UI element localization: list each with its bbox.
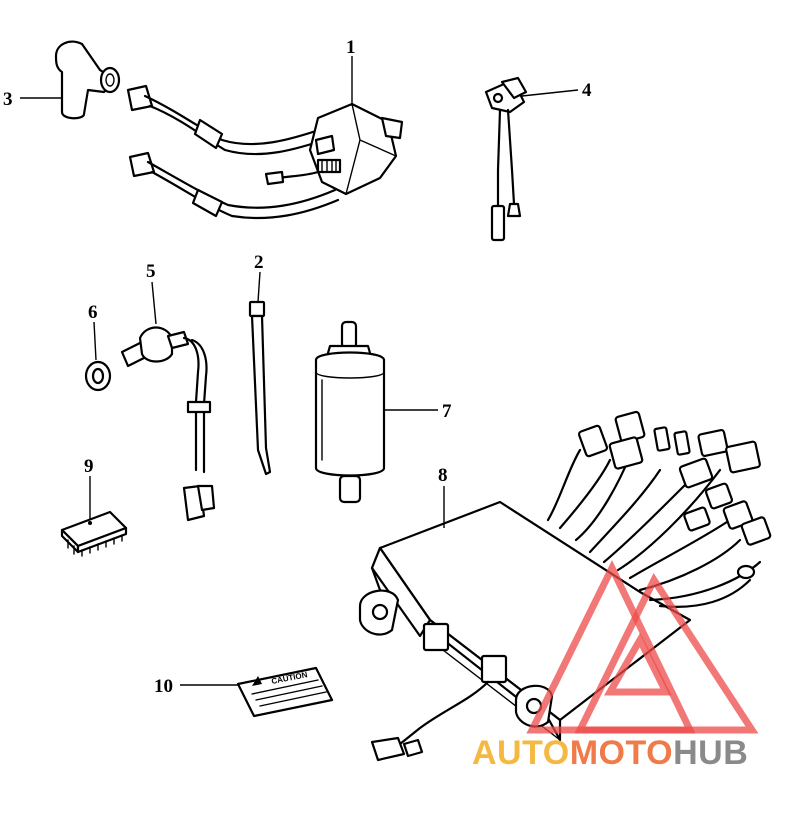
temperature-sender <box>120 326 216 522</box>
watermark-logo <box>526 560 759 734</box>
ignition-coil-assembly <box>126 84 404 220</box>
leader-lines <box>20 56 579 686</box>
callout-7: 7 <box>442 401 452 422</box>
callout-4: 4 <box>582 80 592 101</box>
washer <box>84 360 112 392</box>
sensor-with-leads <box>484 76 528 242</box>
cable-tie <box>248 300 272 476</box>
callout-5: 5 <box>146 261 156 282</box>
callout-6: 6 <box>88 302 98 323</box>
callout-10: 10 <box>154 676 173 697</box>
callout-2: 2 <box>254 252 264 273</box>
watermark-text-auto: AUTO <box>472 734 570 772</box>
watermark-text-hub: HUB <box>673 734 748 772</box>
callout-numbers: 1 3 4 2 5 6 7 8 9 10 <box>3 37 592 697</box>
fuel-pump <box>314 320 386 504</box>
watermark: AUTOMOTOHUB <box>472 560 759 772</box>
callout-9: 9 <box>84 456 94 477</box>
callout-8: 8 <box>438 465 448 486</box>
callout-3: 3 <box>3 89 13 110</box>
spark-plug-cap <box>54 40 121 120</box>
ecu-chip <box>60 510 128 557</box>
ecu-control-module <box>358 410 772 762</box>
caution-label: CAUTION <box>236 666 334 718</box>
watermark-text-moto: MOTO <box>570 734 673 772</box>
watermark-text: AUTOMOTOHUB <box>472 734 748 772</box>
callout-1: 1 <box>346 37 356 58</box>
